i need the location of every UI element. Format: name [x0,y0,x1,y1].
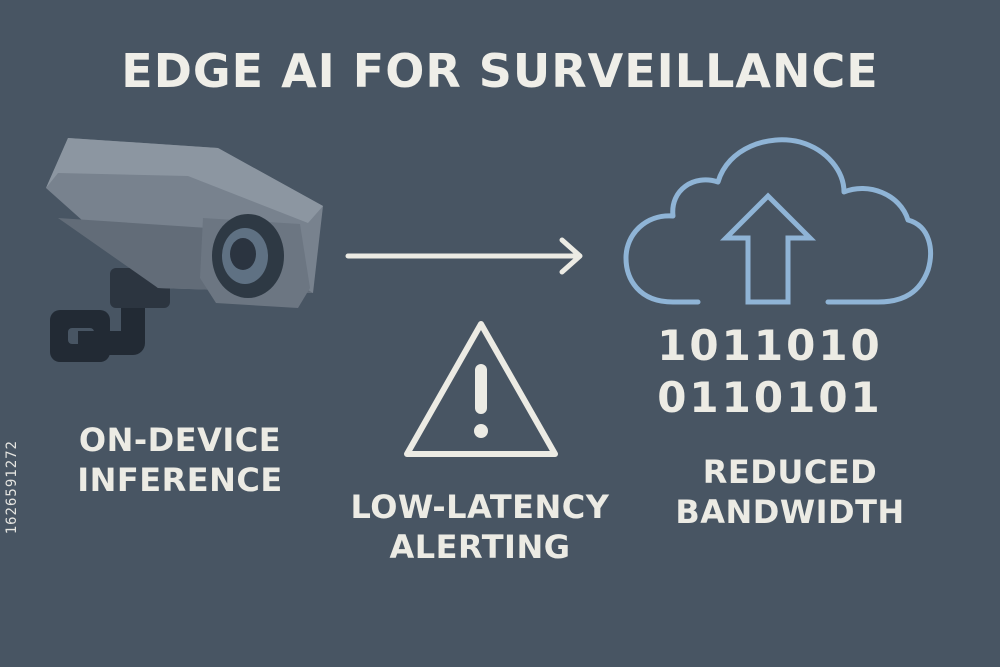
label-on-device-inference: ON-DEVICE INFERENCE [40,420,320,500]
binary-line-1: 1011010 [657,321,883,370]
binary-line-2: 0110101 [657,373,883,422]
label-low-latency-alerting: LOW-LATENCY ALERTING [320,487,640,567]
stock-id: 1626591272 [4,440,20,535]
label-line: INFERENCE [77,461,283,499]
page-title: EDGE AI FOR SURVEILLANCE [121,44,879,98]
label-line: ON-DEVICE [78,421,282,459]
label-reduced-bandwidth: REDUCED BANDWIDTH [640,452,940,532]
security-camera-icon [46,138,323,362]
label-line: BANDWIDTH [675,493,905,531]
label-line: REDUCED [702,453,878,491]
right-arrow-icon [345,237,583,275]
cloud-upload-icon [623,137,933,305]
label-line: ALERTING [389,528,571,566]
label-line: LOW-LATENCY [350,488,610,526]
warning-triangle-icon [404,321,558,457]
